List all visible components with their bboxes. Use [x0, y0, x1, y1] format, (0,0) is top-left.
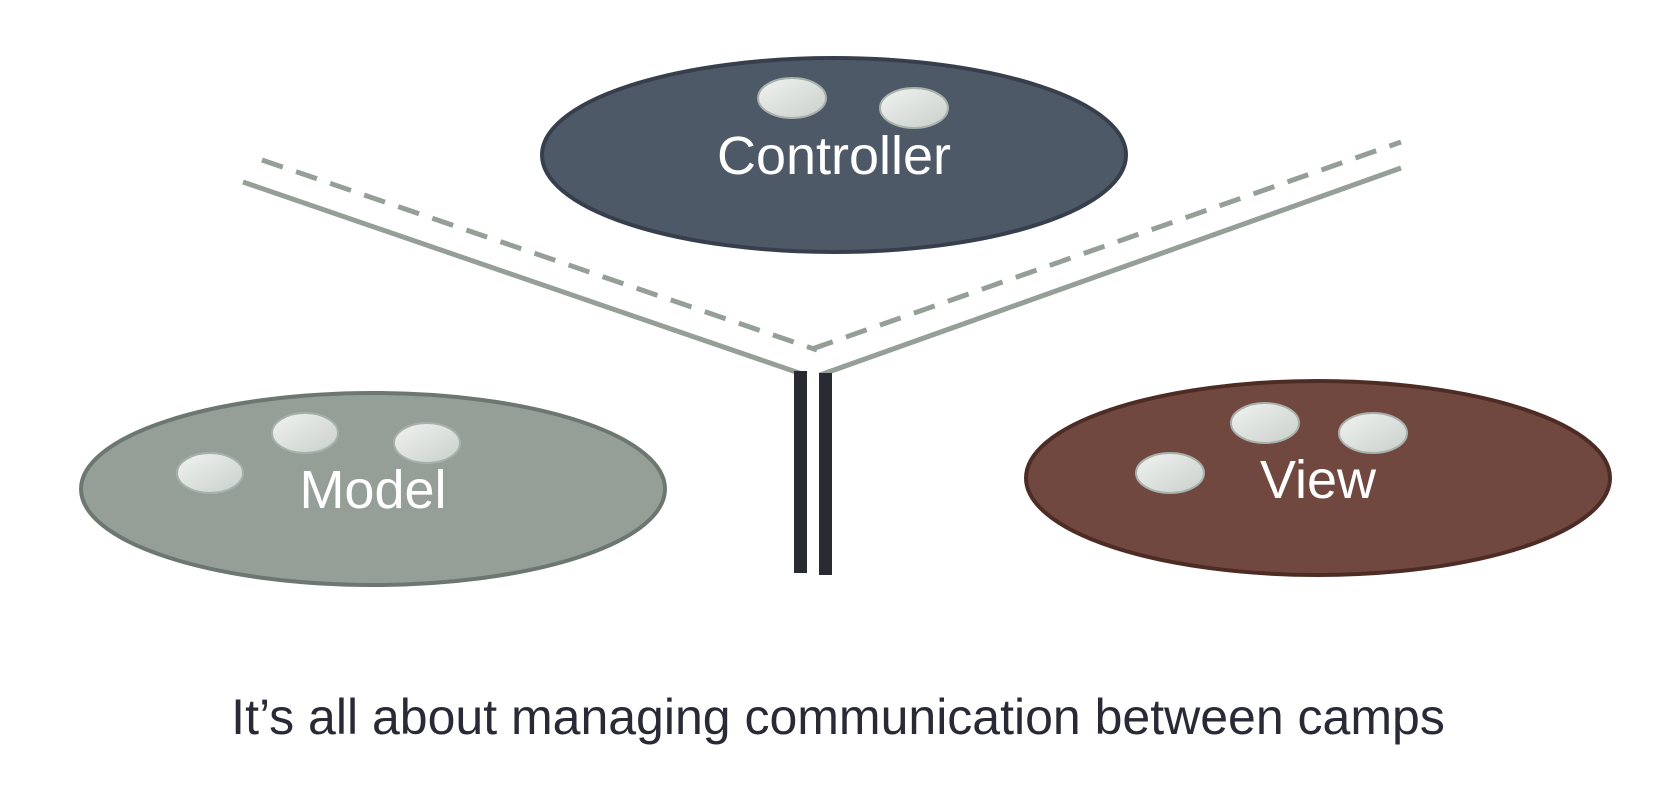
- caption-text: It’s all about managing communication be…: [231, 689, 1445, 745]
- model-member-1: [271, 412, 339, 454]
- wall-bar-right: [819, 373, 832, 575]
- connector-lines: [242, 139, 1402, 378]
- view-dashed-line: [811, 139, 1402, 352]
- view-ellipse: [1024, 379, 1612, 577]
- model-ellipse: [79, 391, 667, 587]
- model-camp: Model: [79, 391, 667, 587]
- model-dashed-line: [261, 157, 818, 353]
- model-member-3: [176, 452, 244, 494]
- view-member-3: [1135, 452, 1205, 494]
- view-camp: View: [1024, 379, 1612, 577]
- model-label: Model: [299, 460, 446, 520]
- model-solid-line: [242, 179, 806, 378]
- controller-member-1: [757, 77, 827, 119]
- separator-wall: [794, 371, 832, 575]
- controller-member-2: [879, 87, 949, 129]
- controller-label: Controller: [717, 126, 951, 186]
- view-member-2: [1338, 412, 1408, 454]
- view-solid-line: [819, 165, 1402, 378]
- controller-camp: Controller: [540, 56, 1128, 254]
- model-member-2: [393, 422, 461, 464]
- view-member-1: [1230, 402, 1300, 444]
- view-label: View: [1260, 450, 1377, 510]
- wall-bar-left: [794, 371, 807, 573]
- controller-ellipse: [540, 56, 1128, 254]
